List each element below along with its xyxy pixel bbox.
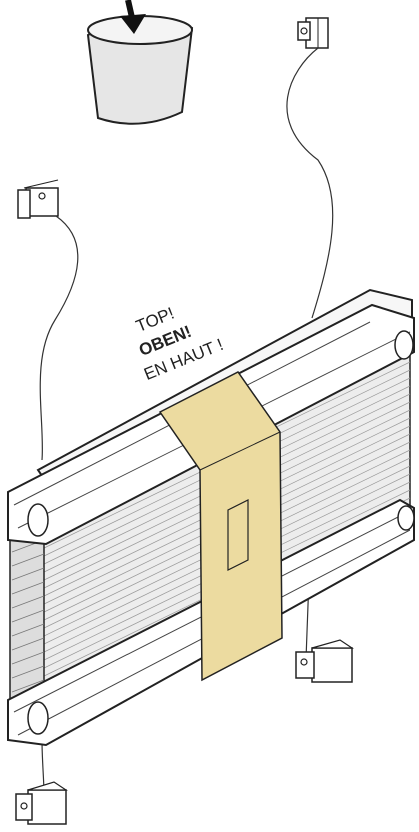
bracket-icon [297, 17, 329, 49]
packaging-tape [158, 371, 283, 682]
bracket-icon [295, 639, 354, 683]
bracket-icon [15, 781, 68, 825]
arrow-down-icon [120, 0, 146, 34]
trash-bin-icon [86, 15, 194, 125]
bracket-icon [17, 179, 59, 219]
